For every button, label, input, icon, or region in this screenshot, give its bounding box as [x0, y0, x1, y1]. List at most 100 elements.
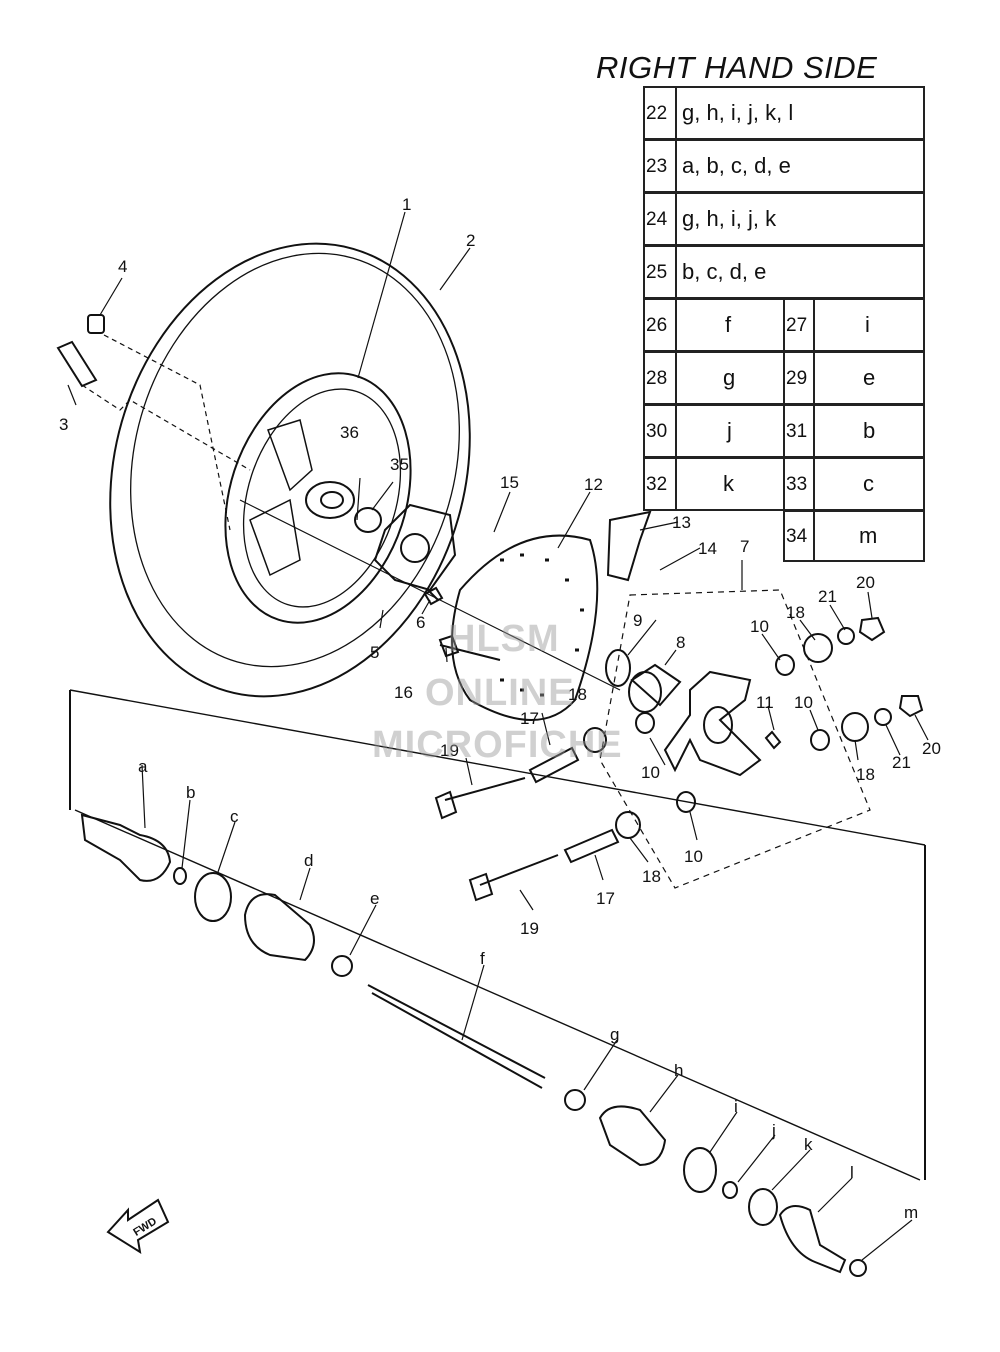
callout-15: 15 — [500, 473, 519, 492]
shaft-f — [367, 984, 546, 1089]
callout-7: 7 — [740, 537, 749, 556]
table-row: 31 b — [783, 404, 925, 458]
table-row: 33 c — [783, 457, 925, 511]
valve-stem-3 — [56, 340, 98, 388]
callout-j: j — [771, 1121, 776, 1140]
row-number: 31 — [786, 421, 808, 442]
bearing-36 — [305, 481, 355, 519]
row-value: f — [725, 312, 732, 337]
o-ring-k — [748, 1188, 778, 1226]
callout-a: a — [138, 757, 148, 776]
callout-18-d: 18 — [568, 685, 587, 704]
callout-17-b: 17 — [596, 889, 615, 908]
band-c — [194, 872, 232, 922]
watermark-line-2: ONLINE — [425, 672, 575, 714]
brake-disc-holes — [500, 553, 584, 697]
collar-35 — [354, 507, 382, 533]
row-value: i — [865, 312, 870, 337]
table-row: 24 g, h, i, j, k — [643, 192, 925, 246]
callout-17-a: 17 — [520, 709, 539, 728]
tire-inner-outline — [130, 252, 460, 668]
circlip-j — [722, 1181, 738, 1199]
bolt-16 — [438, 634, 501, 661]
callout-10-b: 10 — [794, 693, 813, 712]
bolt-19-b — [468, 854, 559, 902]
band-e — [331, 955, 353, 977]
table-row: 28 g — [643, 351, 785, 405]
row-number: 22 — [646, 103, 668, 124]
axle-centerline — [239, 499, 621, 691]
callout-5: 5 — [370, 643, 379, 662]
valve-cap-4 — [87, 314, 105, 334]
washer-21-b — [874, 708, 892, 726]
seal-10-c — [676, 791, 696, 813]
reference-table: 22 g, h, i, j, k, l 23 a, b, c, d, e 24 … — [643, 86, 925, 562]
callout-11: 11 — [756, 693, 774, 712]
fwd-arrow-icon — [106, 1198, 170, 1255]
row-number: 34 — [786, 526, 808, 547]
valve-leader — [81, 334, 251, 531]
row-number: 28 — [646, 368, 668, 389]
boot-h — [598, 1105, 667, 1167]
callout-36: 36 — [340, 423, 359, 442]
callout-m: m — [904, 1203, 918, 1222]
row-number: 25 — [646, 262, 668, 283]
hub-center — [400, 533, 430, 563]
table-row: 34 m — [783, 510, 925, 562]
callout-10-c: 10 — [641, 763, 660, 782]
drive-shaft-axis-top — [69, 689, 926, 846]
seal-10-a — [775, 654, 795, 676]
joint-l — [778, 1205, 847, 1274]
band-i — [683, 1147, 717, 1193]
bearing-36-inner — [320, 491, 344, 509]
row-value: c — [863, 471, 874, 496]
callout-1: 1 — [402, 195, 411, 214]
washer-21-a — [837, 627, 855, 645]
brake-disc-12 — [451, 534, 599, 721]
nut-20-a — [858, 616, 886, 642]
callout-20-a: 20 — [856, 573, 875, 592]
bolt-19-a — [434, 777, 526, 820]
watermark-line-1: HLSM — [448, 618, 560, 660]
callout-f: f — [480, 949, 485, 968]
callout-18-c: 18 — [642, 867, 661, 886]
callout-k: k — [804, 1135, 813, 1154]
table-row: 22 g, h, i, j, k, l — [643, 86, 925, 140]
callout-8: 8 — [676, 633, 685, 652]
row-number: 24 — [646, 209, 668, 230]
table-row: 25 b, c, d, e — [643, 245, 925, 299]
wheel-rim — [224, 372, 412, 624]
collar-17-b — [563, 828, 620, 864]
callout-l: l — [850, 1163, 854, 1182]
table-row: 29 e — [783, 351, 925, 405]
callout-9: 9 — [633, 611, 642, 630]
row-number: 33 — [786, 474, 808, 495]
bearing-18-b — [841, 712, 869, 742]
callout-b: b — [186, 783, 195, 802]
table-row: 30 j — [643, 404, 785, 458]
callout-i: i — [734, 1097, 738, 1116]
row-value: g — [723, 365, 736, 390]
circlip-m — [849, 1259, 867, 1277]
callout-g: g — [610, 1025, 619, 1044]
tire-outline — [109, 242, 471, 698]
guard-13 — [606, 510, 652, 582]
knuckle-7 — [663, 670, 762, 777]
callout-d: d — [304, 851, 313, 870]
knuckle-group-outline — [599, 589, 871, 889]
row-value: e — [863, 365, 876, 390]
row-value: k — [723, 471, 734, 496]
row-number: 26 — [646, 315, 668, 336]
wheel-hub-6 — [373, 503, 457, 592]
bearing-18-a — [803, 633, 833, 663]
row-letters: g, h, i, j, k — [682, 206, 777, 231]
bearing-18-d — [615, 811, 641, 839]
callout-12: 12 — [584, 475, 603, 494]
callout-19-a: 19 — [440, 741, 459, 760]
table-row: 27 i — [783, 298, 925, 352]
cv-joint-a — [80, 813, 172, 882]
table-row: 26 f — [643, 298, 785, 352]
row-value: m — [859, 523, 878, 548]
row-number: 23 — [646, 156, 668, 177]
callout-c: c — [230, 807, 239, 826]
